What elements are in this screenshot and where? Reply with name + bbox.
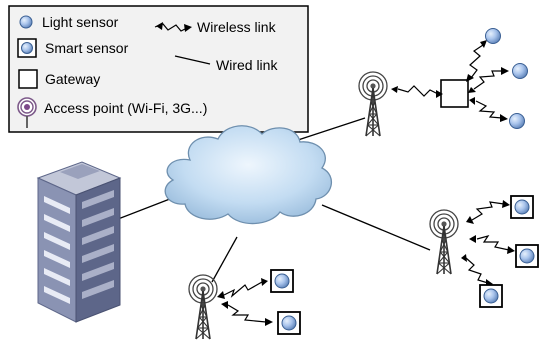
smart-sensor (277, 311, 301, 335)
light-sensor (509, 113, 525, 129)
access-point-tower-right (429, 209, 459, 275)
legend: Light sensor Wireless link Smart sensor … (8, 5, 309, 133)
building-icon (36, 161, 122, 323)
gateway-icon (18, 69, 38, 89)
cloud-icon (164, 125, 332, 225)
legend-label-light-sensor: Light sensor (42, 14, 119, 30)
light-sensor (485, 28, 501, 44)
smart-sensor (479, 284, 503, 308)
legend-label-smart-sensor: Smart sensor (45, 40, 129, 56)
gateway (440, 79, 469, 108)
smart-sensor (270, 269, 294, 293)
wired-link-icon (174, 55, 211, 65)
wired-links (117, 117, 431, 283)
smart-sensor (515, 244, 539, 268)
wireless-link-icon (154, 22, 192, 32)
access-point-tower-top (358, 71, 388, 137)
access-point-tower-bottom (188, 274, 218, 340)
smart-sensor (510, 195, 534, 219)
legend-label-access-point: Access point (Wi-Fi, 3G...) (44, 100, 207, 116)
wireless-links (217, 40, 515, 326)
light-sensor (512, 63, 528, 79)
legend-label-wireless-link: Wireless link (197, 19, 277, 35)
access-point-icon (17, 97, 37, 128)
legend-label-wired-link: Wired link (216, 57, 278, 73)
smart-sensor-icon (17, 38, 37, 58)
light-sensor-icon (19, 15, 33, 29)
legend-label-gateway: Gateway (45, 71, 100, 87)
